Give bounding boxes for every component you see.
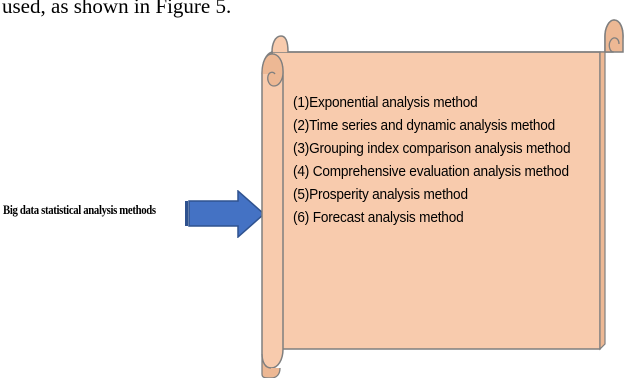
caption-text: used, as shown in Figure 5. [2, 0, 232, 18]
method-item: (3)Grouping index comparison analysis me… [293, 141, 571, 157]
method-item: (2)Time series and dynamic analysis meth… [293, 118, 556, 134]
method-list: (1)Exponential analysis method (2)Time s… [293, 92, 588, 230]
method-item: (6) Forecast analysis method [293, 210, 464, 226]
method-item: (4) Comprehensive evaluation analysis me… [293, 164, 569, 180]
source-label: Big data statistical analysis methods [3, 203, 156, 217]
method-item: (1)Exponential analysis method [293, 95, 478, 111]
scroll-banner [261, 19, 624, 378]
scroll-top-curl [604, 19, 624, 53]
right-arrow-icon [185, 190, 266, 238]
scroll-top-roll [271, 19, 624, 53]
scroll-left-curl [261, 53, 284, 87]
method-item: (5)Prosperity analysis method [293, 187, 468, 203]
scroll-left-bottom [261, 353, 281, 378]
scroll-top-curl-inner [608, 37, 620, 53]
scroll-right-edge [599, 51, 606, 351]
scroll-left-roll [261, 50, 284, 369]
arrow-body [188, 190, 266, 238]
arrow-tail-bar [185, 201, 188, 226]
